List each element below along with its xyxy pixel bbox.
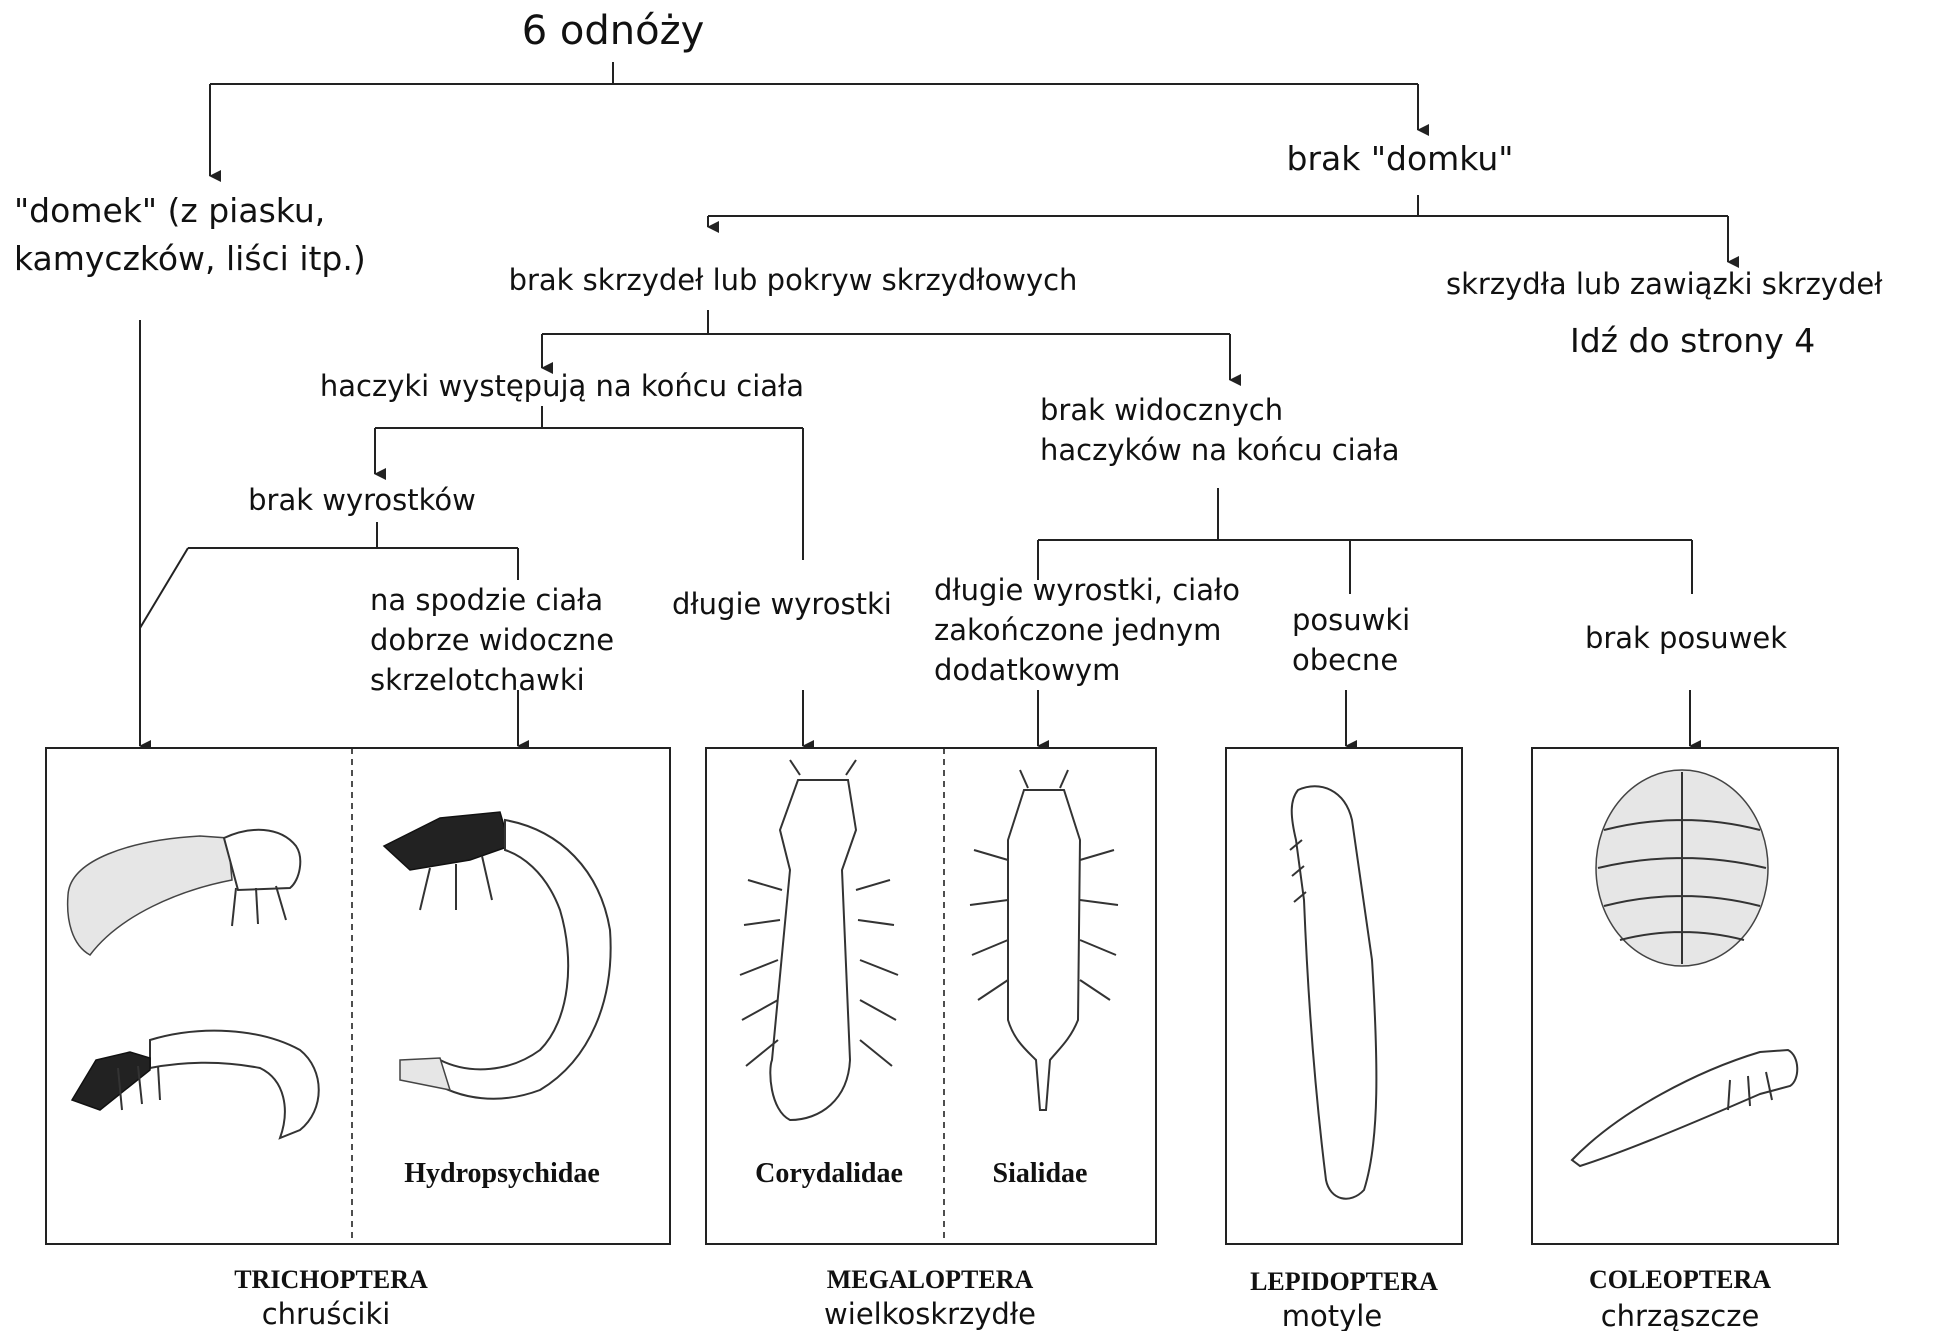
prolegs-absent-label: brak posuwek [1585, 621, 1787, 655]
hooks-absent-line1: brak widocznych [1040, 393, 1283, 427]
root-label: 6 odnóży [522, 8, 705, 54]
no-processes-label: brak wyrostków [248, 483, 476, 517]
gills-line3: skrzelotchawki [370, 663, 585, 697]
family-hydropsychidae: Hydropsychidae [404, 1158, 600, 1189]
no-wings-label: brak skrzydeł lub pokryw skrzydłowych [509, 263, 1078, 297]
long-processes-single-line2: zakończone jednym [934, 613, 1221, 647]
order-latin-lepidoptera: LEPIDOPTERA [1250, 1267, 1438, 1296]
family-corydalidae: Corydalidae [755, 1158, 903, 1189]
long-processes-label: długie wyrostki [672, 587, 892, 621]
order-latin-trichoptera: TRICHOPTERA [234, 1265, 428, 1294]
long-processes-single-line3: dodatkowym [934, 653, 1120, 687]
gills-line2: dobrze widoczne [370, 623, 614, 657]
gills-line1: na spodzie ciała [370, 583, 603, 617]
prolegs-present-line1: posuwki [1292, 603, 1410, 637]
go-to-page-link[interactable]: Idź do strony 4 [1570, 321, 1815, 360]
order-polish-coleoptera: chrząszcze [1601, 1299, 1760, 1331]
order-latin-coleoptera: COLEOPTERA [1589, 1265, 1771, 1294]
house-label-line1: "domek" (z piasku, [14, 191, 325, 230]
water-penny-larva-icon [1596, 770, 1768, 966]
order-polish-megaloptera: wielkoskrzydłe [824, 1297, 1036, 1331]
family-sialidae: Sialidae [993, 1158, 1088, 1189]
wings-label: skrzydła lub zawiązki skrzydeł [1446, 267, 1883, 301]
no-house-label: brak "domku" [1287, 139, 1514, 178]
order-polish-lepidoptera: motyle [1282, 1299, 1382, 1331]
prolegs-present-line2: obecne [1292, 643, 1398, 677]
long-processes-single-line1: długie wyrostki, ciało [934, 573, 1240, 607]
order-latin-megaloptera: MEGALOPTERA [827, 1265, 1034, 1294]
hooks-present-label: haczyki występują na końcu ciała [320, 369, 804, 403]
hooks-absent-line2: haczyków na końcu ciała [1040, 433, 1400, 467]
house-label-line2: kamyczków, liści itp.) [14, 239, 366, 278]
order-polish-trichoptera: chruściki [262, 1297, 391, 1331]
